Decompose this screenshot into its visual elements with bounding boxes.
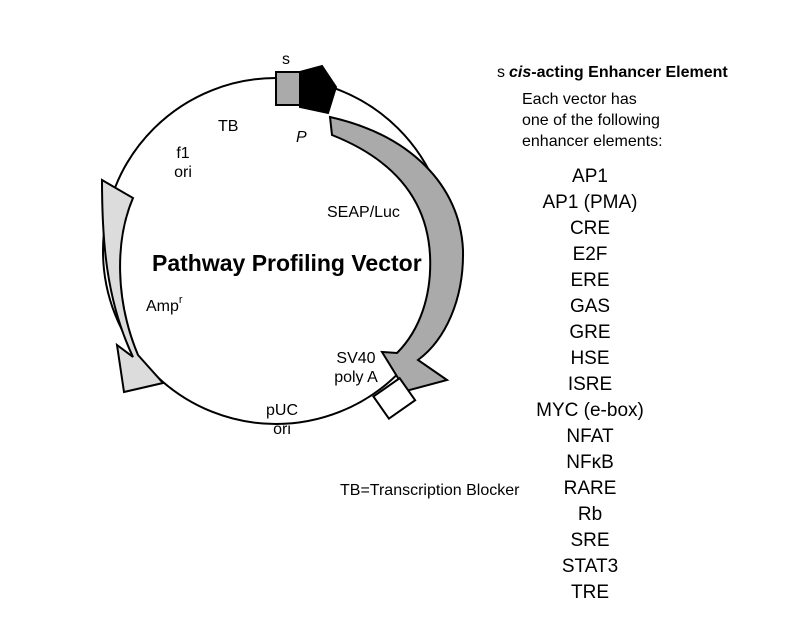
f1-ori-label-line1: f1 xyxy=(176,145,189,162)
promoter-label: P xyxy=(296,129,307,146)
legend-heading-rest: -acting Enhancer Element xyxy=(531,64,728,81)
enhancer-element-item: Rb xyxy=(577,504,603,525)
enhancer-element-item: ERE xyxy=(570,270,610,291)
legend-description-line: enhancer elements: xyxy=(522,133,663,150)
f1-ori-label-line2: ori xyxy=(174,164,192,181)
enhancer-element-item: AP1 xyxy=(572,166,608,187)
transcription-blocker-footnote: TB=Transcription Blocker xyxy=(340,482,520,499)
sv40-label-line2: poly A xyxy=(334,369,378,386)
enhancer-element-item: GRE xyxy=(569,322,611,343)
amp-label: Ampr xyxy=(146,294,183,315)
sv40-polya-box xyxy=(372,376,417,421)
enhancer-element-item: HSE xyxy=(570,348,610,369)
enhancer-element-item: MYC (e-box) xyxy=(536,400,644,421)
enhancer-element-item: E2F xyxy=(572,244,608,265)
reporter-label: SEAP/Luc xyxy=(327,204,400,221)
legend-heading-italic: cis xyxy=(509,64,532,81)
enhancer-element-item: NFκB xyxy=(566,452,614,473)
enhancer-element-item: CRE xyxy=(569,218,611,239)
enhancer-element-item: SRE xyxy=(570,530,610,551)
enhancer-element-item: AP1 (PMA) xyxy=(542,192,638,213)
legend-marker: s xyxy=(497,64,505,81)
enhancer-element-item: TRE xyxy=(571,582,609,603)
enhancer-label: s xyxy=(282,51,290,68)
enhancer-element-item: ISRE xyxy=(567,374,613,395)
diagram-title: Pathway Profiling Vector xyxy=(152,250,422,276)
puc-ori-label-line1: pUC xyxy=(266,402,298,419)
legend-description-line: Each vector has xyxy=(522,91,637,108)
enhancer-element-item: STAT3 xyxy=(561,556,619,577)
enhancer-element-item: NFAT xyxy=(566,426,614,447)
sv40-label-line1: SV40 xyxy=(336,350,375,367)
enhancer-element-box xyxy=(275,71,302,106)
puc-ori-label-line2: ori xyxy=(273,421,291,438)
reporter-arrow xyxy=(328,115,465,393)
legend-description: Each vector has one of the following enh… xyxy=(522,89,663,152)
legend-description-line: one of the following xyxy=(522,112,660,129)
amp-resistance-arrow xyxy=(100,178,165,394)
enhancer-element-item: RARE xyxy=(563,478,617,499)
enhancer-element-item: GAS xyxy=(569,296,611,317)
promoter-arrow xyxy=(299,64,338,115)
tb-label: TB xyxy=(218,118,238,135)
